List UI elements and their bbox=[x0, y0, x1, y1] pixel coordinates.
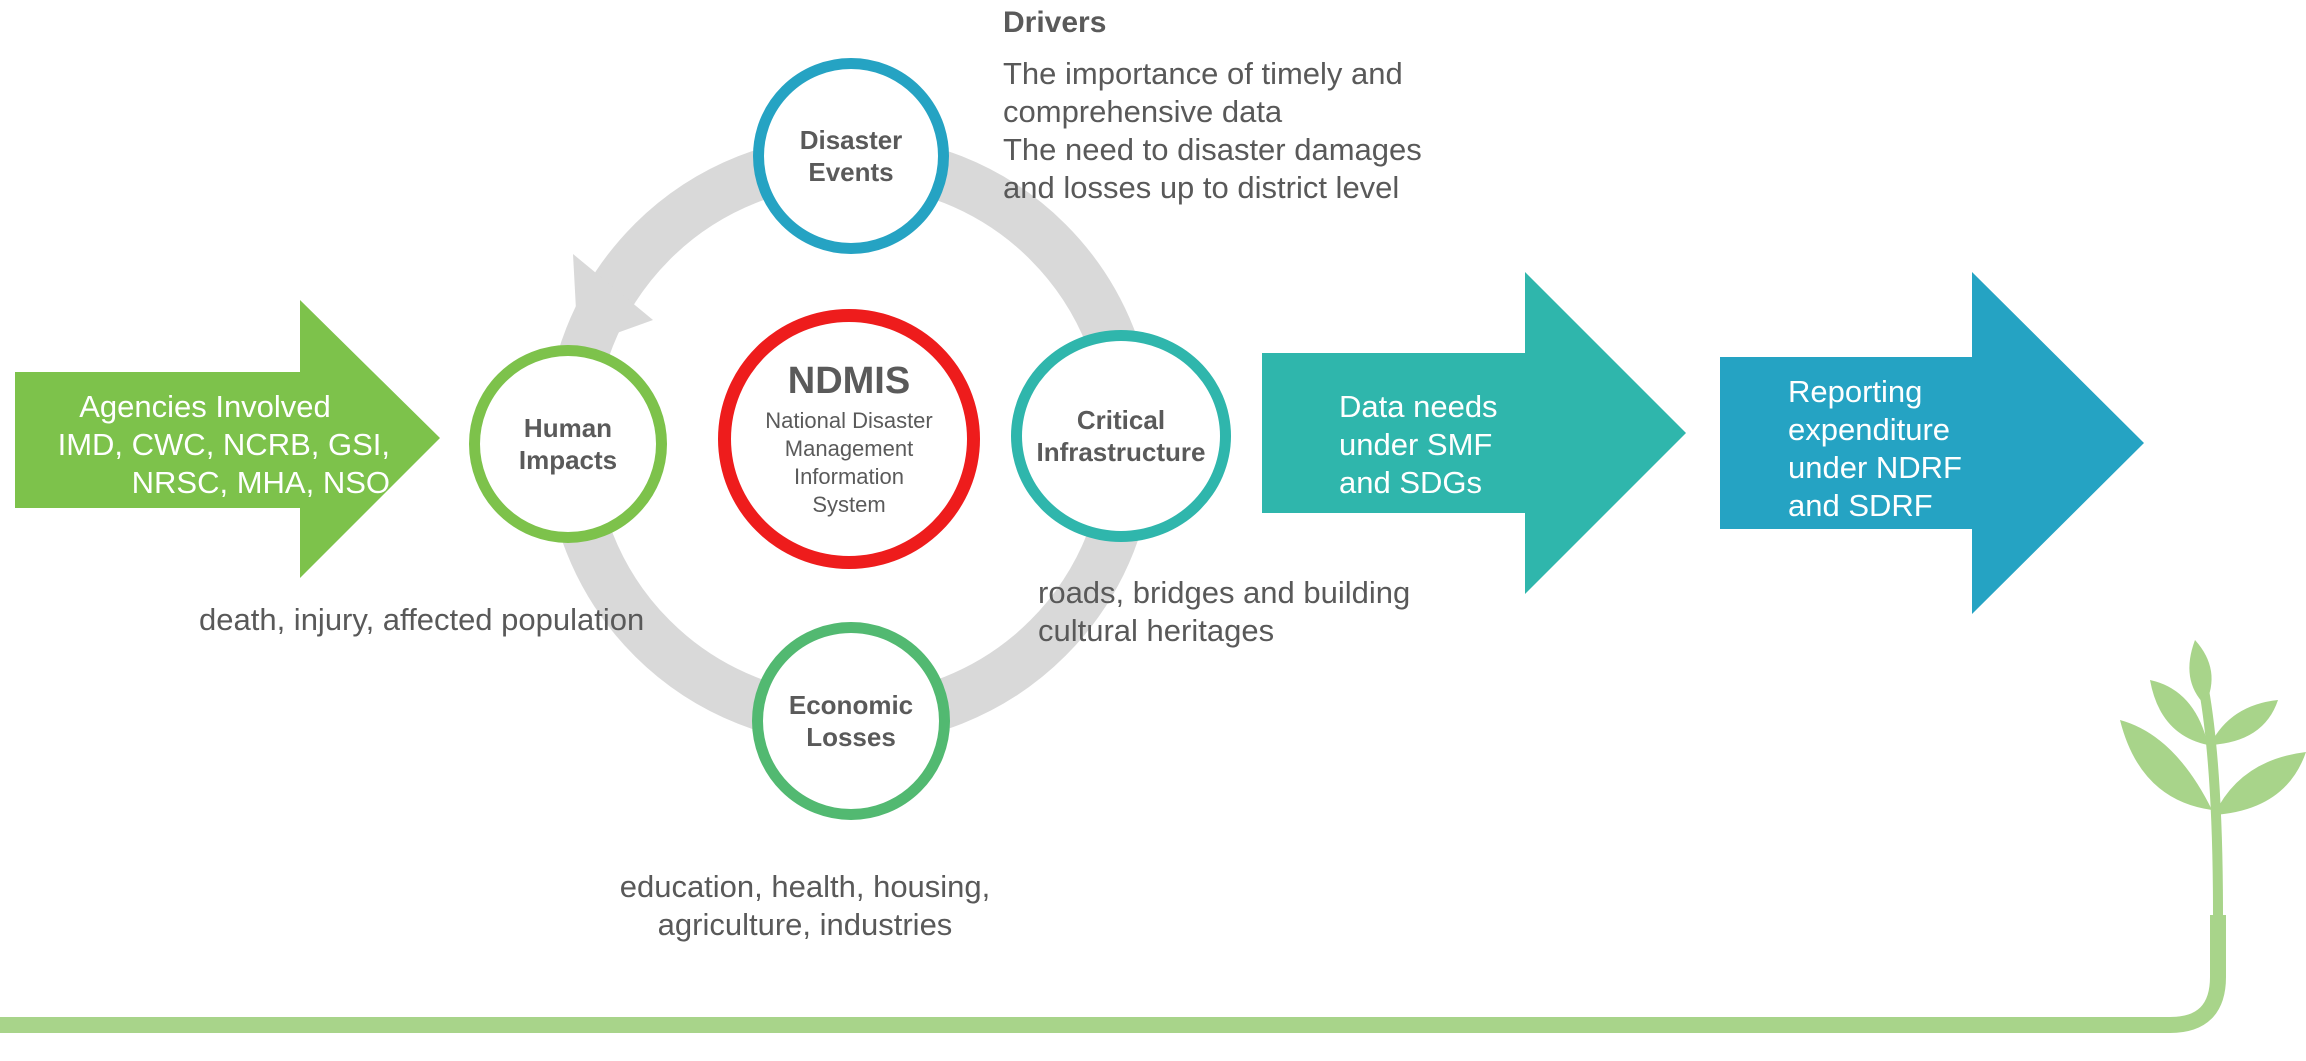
data-needs-arrow bbox=[1262, 272, 1686, 594]
ndmis-subtitle: National Disaster Management Information… bbox=[765, 408, 933, 517]
agencies-list: IMD, CWC, NCRB, GSI, NRSC, MHA, NSO bbox=[57, 427, 390, 500]
infrastructure-note: roads, bridges and building cultural her… bbox=[1038, 575, 1411, 648]
economic-losses-node: Economic Losses bbox=[752, 622, 950, 820]
plant-graphic bbox=[0, 640, 2306, 1033]
drivers-text: The importance of timely and comprehensi… bbox=[1003, 56, 1422, 205]
ndmis-title: NDMIS bbox=[787, 360, 911, 402]
agencies-arrow bbox=[15, 300, 440, 578]
economic-losses-note: education, health, housing, agriculture,… bbox=[619, 869, 991, 942]
cycle-arrowhead bbox=[573, 254, 653, 347]
data-needs-text: Data needs under SMF and SDGs bbox=[1339, 389, 1498, 500]
reporting-arrow bbox=[1720, 272, 2144, 614]
disaster-events-label: Disaster Events bbox=[799, 125, 903, 187]
human-impacts-label: Human Impacts bbox=[518, 413, 618, 475]
economic-losses-label: Economic Losses bbox=[788, 690, 914, 752]
disaster-events-node: Disaster Events bbox=[753, 58, 949, 254]
reporting-text: Reporting expenditure under NDRF and SDR… bbox=[1788, 374, 1962, 523]
critical-infrastructure-node: Critical Infrastructure bbox=[1011, 330, 1231, 542]
critical-infrastructure-label: Critical Infrastructure bbox=[1036, 405, 1206, 467]
agencies-text-block: Agencies Involved IMD, CWC, NCRB, GSI, N… bbox=[30, 388, 390, 502]
human-impacts-note: death, injury, affected population bbox=[199, 602, 645, 637]
agencies-title: Agencies Involved bbox=[79, 389, 331, 424]
ndmis-center-node: NDMIS National Disaster Management Infor… bbox=[718, 309, 980, 569]
drivers-heading: Drivers bbox=[1003, 6, 1107, 39]
human-impacts-node: Human Impacts bbox=[469, 345, 667, 543]
